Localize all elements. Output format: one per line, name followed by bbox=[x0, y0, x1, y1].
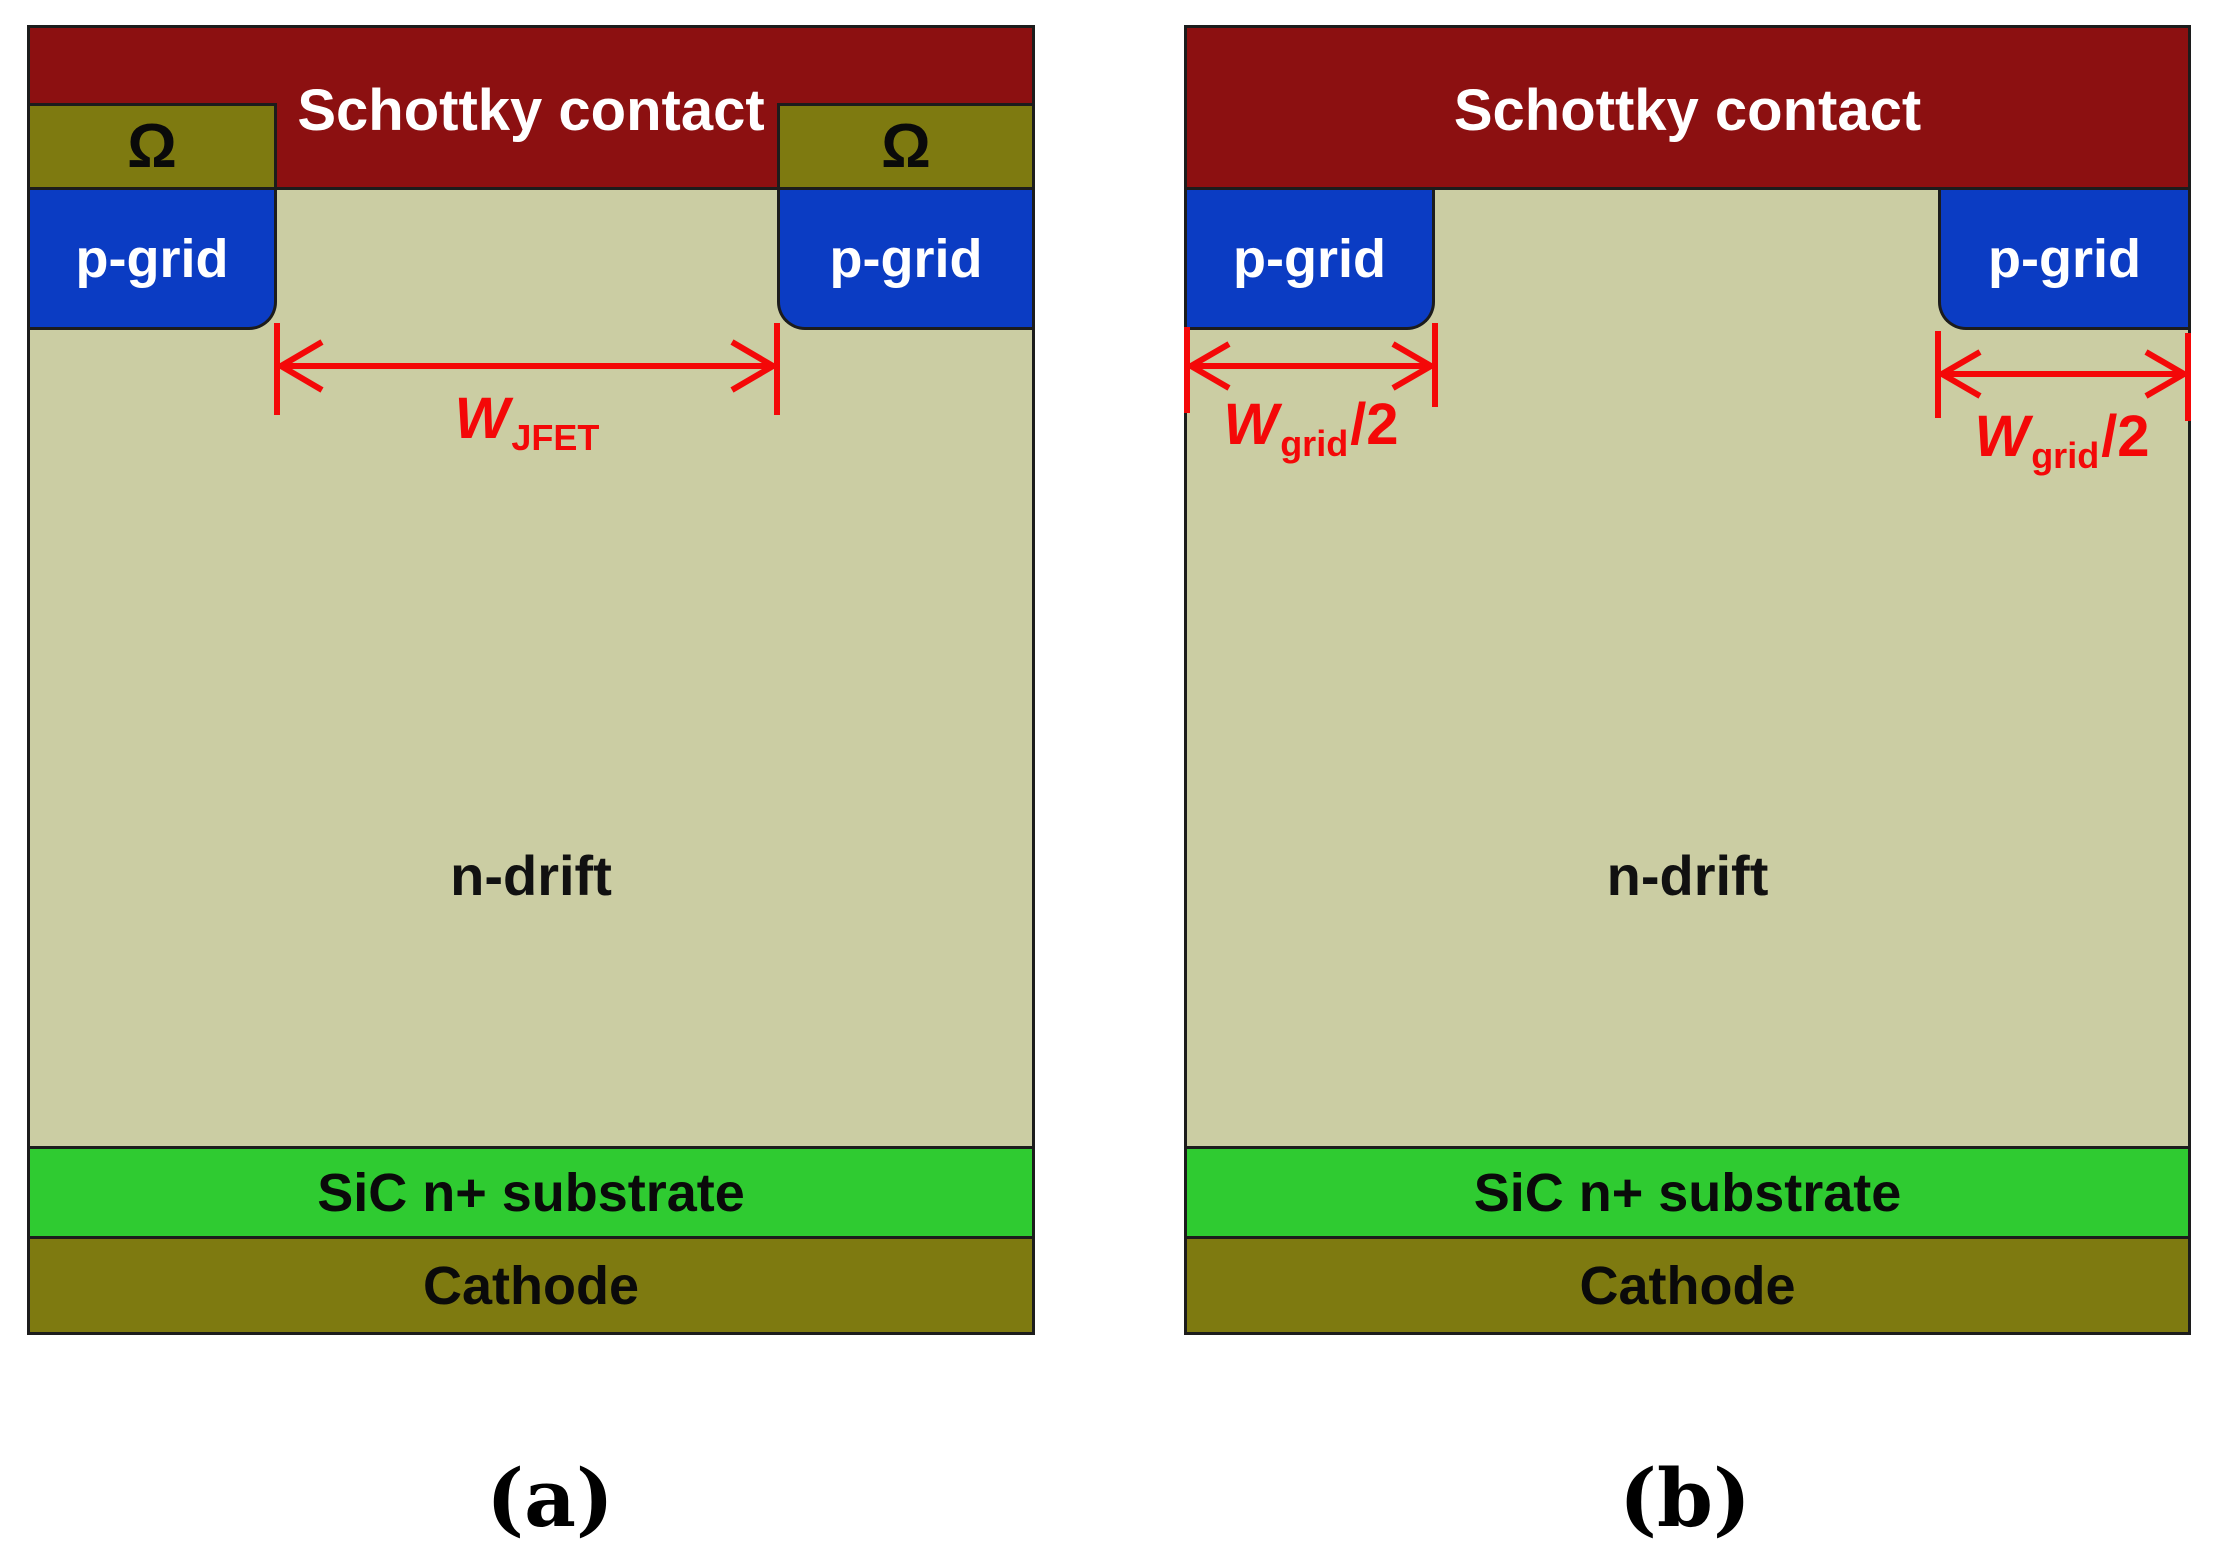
wjfet-symbol: W bbox=[454, 386, 510, 451]
p-grid-left-a: p-grid bbox=[30, 190, 277, 330]
wjfet-subscript: JFET bbox=[511, 417, 600, 458]
n-drift-label-b: n-drift bbox=[1606, 844, 1769, 907]
substrate-region-b: SiC n+ substrate bbox=[1187, 1146, 2188, 1236]
wjfet-dimension-arrow bbox=[274, 323, 780, 415]
schottky-contact-region-b bbox=[1187, 28, 2188, 190]
panel-a-caption: (a) bbox=[486, 1451, 614, 1545]
wgrid-right-symbol: W bbox=[1974, 404, 2030, 469]
panel-b-caption: (b) bbox=[1619, 1451, 1751, 1545]
p-grid-right-b: p-grid bbox=[1938, 190, 2188, 330]
cathode-region-b: Cathode bbox=[1187, 1236, 2188, 1332]
wgrid-left-subscript: grid bbox=[1280, 423, 1349, 464]
substrate-label-b: SiC n+ substrate bbox=[1473, 1162, 1902, 1223]
p-grid-right-label-a: p-grid bbox=[829, 228, 983, 289]
cathode-region-a: Cathode bbox=[30, 1236, 1032, 1332]
cathode-label-a: Cathode bbox=[423, 1255, 639, 1316]
wgrid-right-subscript: grid bbox=[2031, 435, 2100, 476]
wgrid-left-dimension-label: Wgrid/2 bbox=[1161, 396, 1461, 462]
p-grid-left-label-b: p-grid bbox=[1233, 228, 1386, 289]
substrate-region-a: SiC n+ substrate bbox=[30, 1146, 1032, 1236]
ohmic-contact-left-label-a: Ω bbox=[127, 111, 177, 181]
ohmic-contact-left-a: Ω bbox=[30, 103, 277, 190]
substrate-label-a: SiC n+ substrate bbox=[317, 1162, 745, 1223]
wgrid-right-dimension-label: Wgrid/2 bbox=[1912, 408, 2212, 474]
wgrid-right-dimension-arrow bbox=[1935, 331, 2191, 421]
panel-b-device: Schottky contact p-grid p-grid n-drift S… bbox=[1184, 25, 2191, 1335]
schottky-contact-label-b: Schottky contact bbox=[1453, 78, 1922, 143]
wgrid-left-dimension-arrow bbox=[1184, 323, 1438, 413]
wgrid-left-suffix: /2 bbox=[1350, 392, 1399, 457]
ohmic-contact-right-label-a: Ω bbox=[881, 111, 931, 181]
p-grid-right-a: p-grid bbox=[777, 190, 1032, 330]
p-grid-right-label-b: p-grid bbox=[1988, 228, 2141, 289]
p-grid-left-label-a: p-grid bbox=[75, 228, 229, 289]
n-drift-label-a: n-drift bbox=[450, 844, 612, 907]
wjfet-dimension-label: WJFET bbox=[377, 390, 677, 456]
p-grid-left-b: p-grid bbox=[1187, 190, 1435, 330]
panel-a-device: Schottky contact Ω Ω p-grid p-grid n-dri… bbox=[27, 25, 1035, 1335]
wgrid-left-symbol: W bbox=[1223, 392, 1279, 457]
ohmic-contact-right-a: Ω bbox=[777, 103, 1032, 190]
wgrid-right-suffix: /2 bbox=[2101, 404, 2150, 469]
schottky-contact-label-a: Schottky contact bbox=[297, 78, 765, 143]
cathode-label-b: Cathode bbox=[1579, 1255, 1796, 1316]
